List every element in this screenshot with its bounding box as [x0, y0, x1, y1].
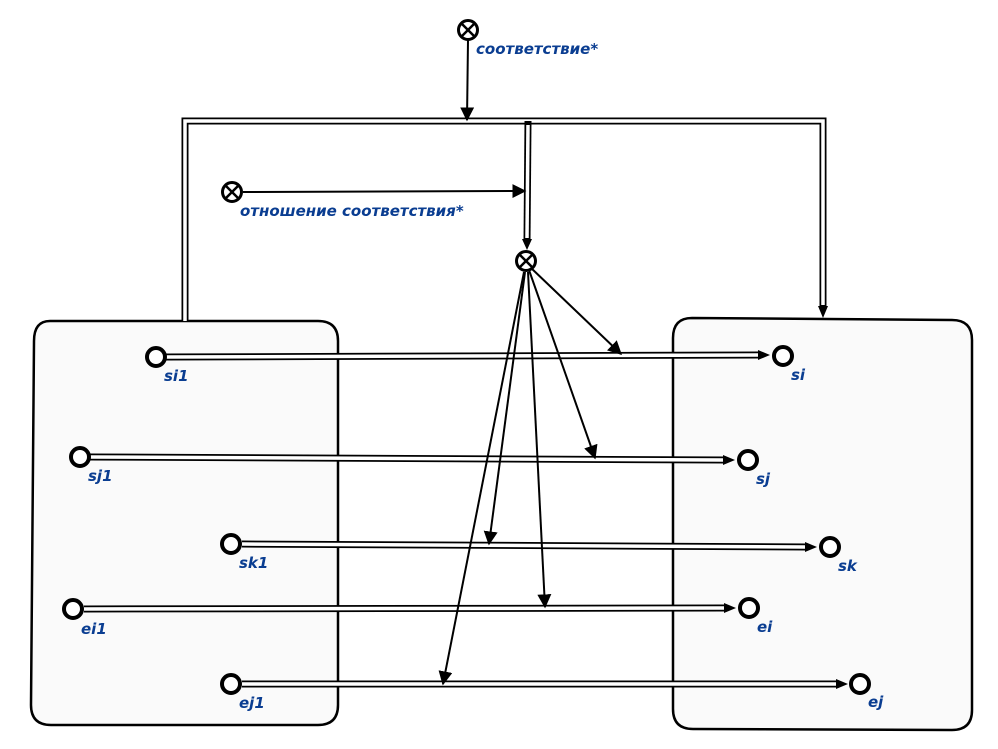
label-correspondence: соответствие*	[476, 40, 598, 58]
node-sk1	[220, 533, 242, 555]
label-ej1: ej1	[239, 694, 265, 712]
label-ej: ej	[868, 693, 884, 711]
node-ej	[849, 673, 871, 695]
label-sj1: sj1	[88, 467, 113, 485]
pair-arc-si	[165, 350, 770, 361]
correspondence-node	[457, 19, 479, 41]
node-ei	[738, 597, 760, 619]
label-sj: sj	[756, 470, 771, 488]
relation-arrow-ei	[527, 271, 552, 609]
node-si1	[145, 346, 167, 368]
relation-arrow-si	[529, 266, 623, 355]
relation-to-connector-arrow	[242, 184, 527, 199]
node-sj1	[69, 446, 91, 468]
label-ei1: ei1	[81, 620, 107, 638]
label-ei: ei	[757, 618, 773, 636]
label-si1: si1	[164, 367, 189, 385]
relation-membership-connector	[522, 120, 532, 250]
pair-relation-node	[515, 250, 537, 272]
right-set-box	[671, 316, 974, 732]
left-set-box	[29, 319, 340, 727]
relation-arrow-sk	[483, 271, 526, 546]
relation-arrow-ej	[438, 271, 525, 686]
label-sk1: sk1	[239, 554, 268, 572]
relation-node	[221, 181, 243, 203]
pair-arc-sj	[89, 453, 735, 465]
label-relation: отношение соответствия*	[240, 202, 464, 220]
node-ej1	[220, 673, 242, 695]
pair-arc-sk	[241, 540, 817, 552]
pair-arc-ei	[83, 603, 736, 613]
relation-arrow-sj	[528, 269, 598, 460]
node-ei1	[62, 598, 84, 620]
label-si: si	[791, 366, 806, 384]
correspondence-frame-connector	[181, 117, 828, 321]
pair-arc-ej	[242, 679, 848, 689]
correspondence-to-bar-arrow	[460, 39, 475, 122]
node-sj	[737, 449, 759, 471]
node-sk	[819, 536, 841, 558]
node-si	[772, 345, 794, 367]
label-sk: sk	[838, 557, 858, 575]
